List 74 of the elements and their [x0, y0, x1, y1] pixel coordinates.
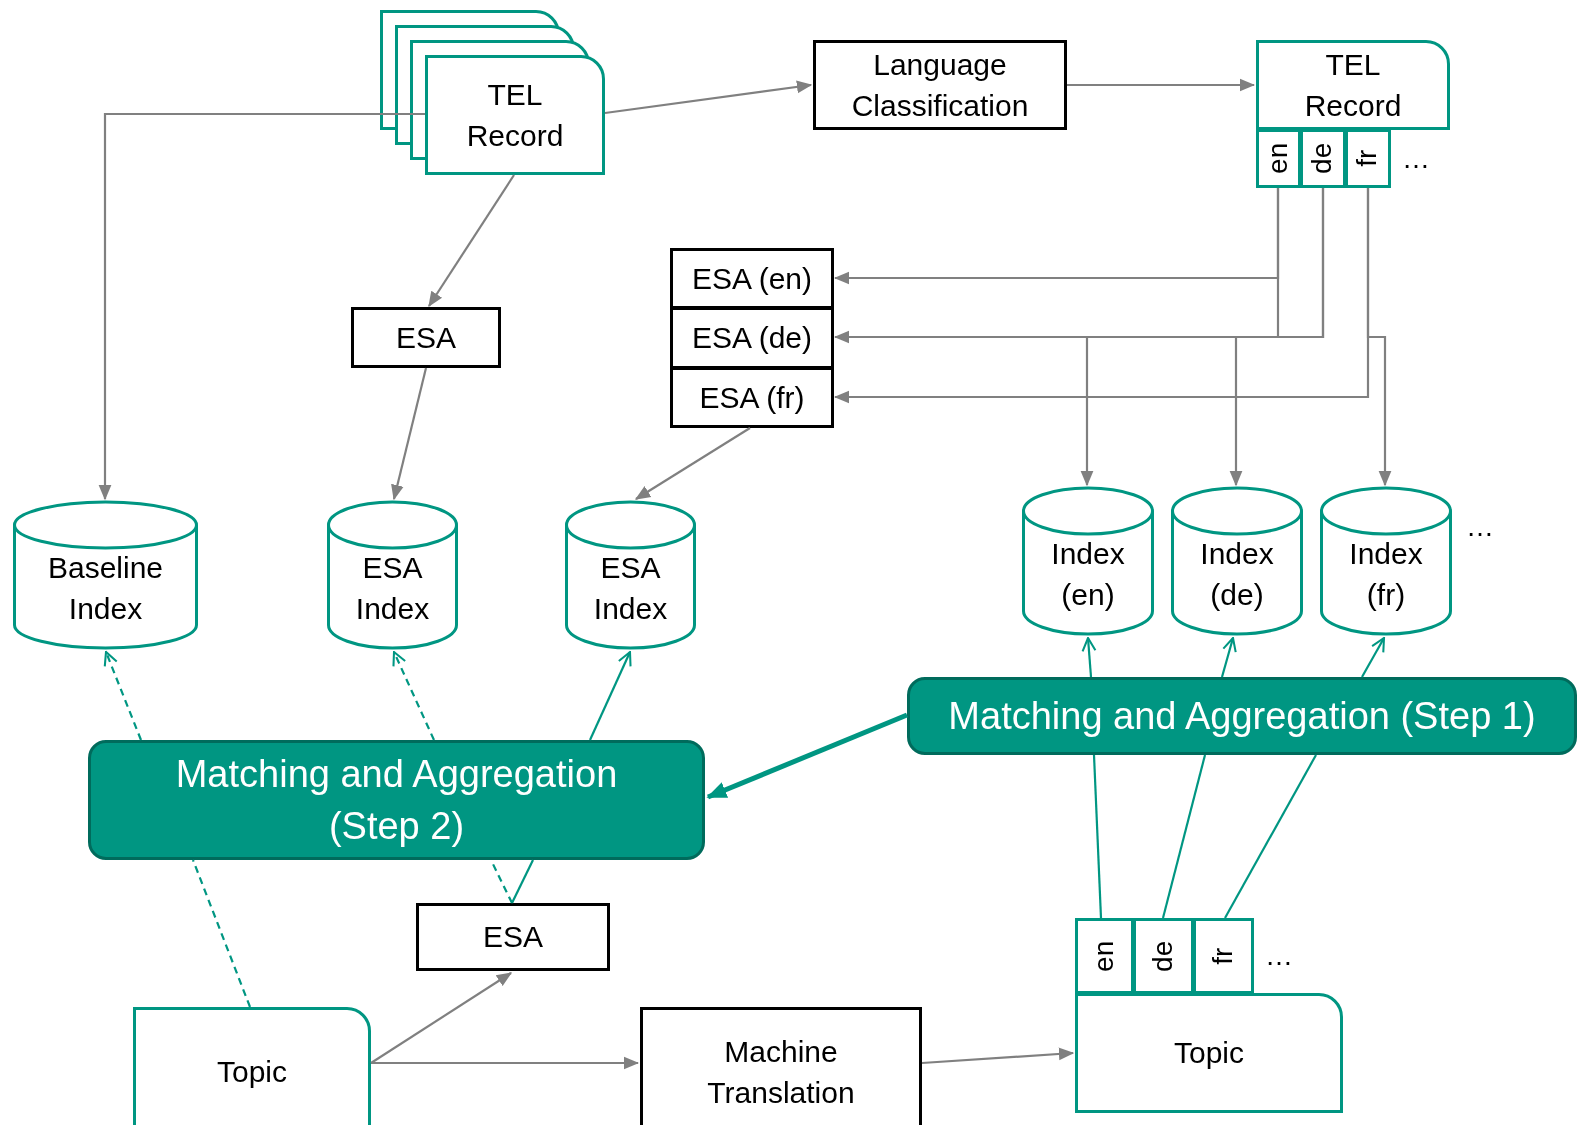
connector-arrow	[634, 427, 751, 500]
language-tab	[1133, 918, 1194, 994]
connector-arrow	[392, 650, 435, 741]
process-box	[640, 1007, 922, 1125]
connector-arrow	[1080, 188, 1280, 487]
index-cylinder	[327, 500, 458, 650]
ellipsis-label: …	[1402, 141, 1430, 176]
language-tab	[1075, 918, 1134, 994]
record-card	[1075, 993, 1343, 1113]
connector-arrow	[391, 367, 428, 501]
connector-arrow	[1361, 636, 1386, 678]
node-label: ESA	[396, 319, 456, 356]
node-label: Topic	[1173, 1035, 1244, 1072]
node-label: Index (fr)	[1348, 536, 1424, 614]
connector-line	[1224, 754, 1317, 919]
connector-arrow	[370, 972, 513, 1064]
node-label: en	[1087, 940, 1121, 972]
connector-arrow	[1081, 636, 1097, 678]
node-label: ESA (en)	[691, 260, 813, 297]
process-band	[88, 740, 705, 860]
node-label: ESA (de)	[691, 320, 813, 357]
process-box	[351, 307, 501, 368]
connector-arrow	[1067, 78, 1256, 92]
connector-arrow	[589, 650, 632, 741]
process-box	[670, 307, 834, 369]
node-label: TEL Record	[466, 76, 564, 154]
node-label: Matching and Aggregation (Step 2)	[174, 751, 619, 849]
index-cylinder	[1171, 486, 1303, 636]
index-cylinder	[1022, 486, 1154, 636]
index-cylinder	[565, 500, 696, 650]
node-label: Machine Translation	[706, 1033, 856, 1111]
language-tab	[1300, 129, 1346, 188]
node-label: de	[1146, 940, 1180, 972]
connector-arrow	[604, 80, 813, 115]
connector-arrow	[1229, 188, 1325, 487]
record-card	[1256, 40, 1450, 130]
process-box	[670, 367, 834, 428]
connector-arrow	[371, 1056, 640, 1070]
language-tab	[1256, 129, 1301, 188]
node-label: Baseline Index	[46, 550, 165, 628]
connector-line	[191, 859, 252, 1008]
node-label: Matching and Aggregation (Step 1)	[948, 693, 1536, 739]
node-label: ESA	[483, 919, 543, 956]
process-box	[813, 40, 1067, 130]
connector-line	[1092, 754, 1103, 919]
connector-arrow	[98, 112, 425, 501]
connector-arrow	[103, 650, 143, 741]
node-label: ESA Index	[592, 550, 669, 628]
record-card	[425, 55, 605, 175]
index-cylinder	[13, 500, 198, 650]
node-label: Language Classification	[850, 46, 1030, 124]
connector-arrow	[428, 174, 515, 308]
node-label: Topic	[216, 1054, 287, 1091]
connector-arrow	[1220, 636, 1237, 678]
process-band	[907, 677, 1577, 755]
node-label: Index (en)	[1050, 536, 1126, 614]
node-label: ESA Index	[354, 550, 431, 628]
process-box	[670, 248, 834, 309]
node-label: ESA (fr)	[699, 379, 805, 416]
ellipsis-label: …	[1265, 938, 1293, 973]
connector-line	[511, 859, 534, 904]
node-label: en	[1261, 142, 1295, 175]
node-label: de	[1305, 142, 1339, 175]
record-card	[133, 1007, 371, 1125]
connector-arrow	[921, 1047, 1075, 1065]
connector-arrow	[1366, 188, 1392, 487]
node-label: TEL Record	[1303, 46, 1403, 124]
connector-line	[1161, 754, 1207, 919]
node-label: fr	[1350, 149, 1384, 168]
connector-arrow	[706, 712, 908, 800]
node-label: fr	[1206, 947, 1240, 965]
ellipsis-label: …	[1466, 509, 1494, 544]
node-label: Index (de)	[1199, 536, 1275, 614]
process-box	[416, 903, 610, 971]
